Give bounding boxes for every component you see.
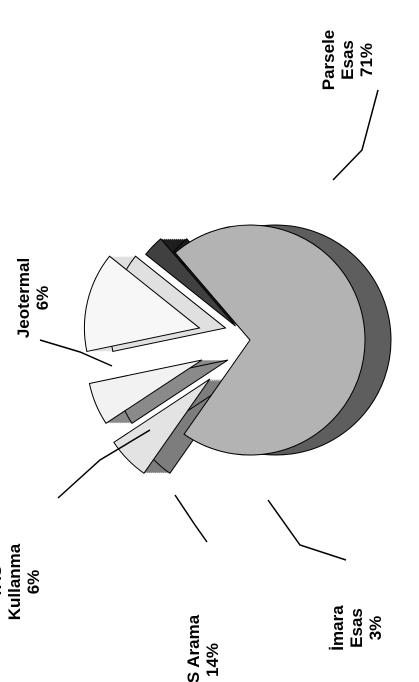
slice-1-side-edge bbox=[200, 224, 392, 456]
leader-line-3 bbox=[174, 494, 208, 543]
slice-name-label: YAS Arama bbox=[184, 614, 203, 682]
slice-3-top bbox=[83, 255, 201, 353]
leader-lines bbox=[39, 89, 379, 561]
slice-name-label: YAS bbox=[0, 565, 5, 598]
slice-percent-label: 71% bbox=[357, 43, 376, 77]
slice-name-label: Parsele bbox=[319, 30, 338, 91]
slice-4-top bbox=[88, 359, 203, 424]
leader-line-5 bbox=[39, 339, 113, 367]
slice-5-top bbox=[113, 378, 211, 474]
slice-name-label: Esas bbox=[347, 608, 366, 648]
leader-line-1 bbox=[332, 89, 379, 181]
slice-name-label: İmara bbox=[328, 605, 347, 651]
slice-2-top bbox=[145, 238, 236, 327]
slice-name-label: Kullanma bbox=[5, 543, 24, 620]
slice-1-top bbox=[174, 224, 366, 456]
leader-line-4 bbox=[57, 429, 151, 499]
pie-slices bbox=[83, 224, 392, 474]
slice-name-label: Esas bbox=[338, 40, 357, 80]
slice-percent-label: 6% bbox=[33, 286, 52, 311]
slice-percent-label: 3% bbox=[366, 616, 385, 641]
slice-name-label: Jeotermal bbox=[14, 258, 33, 338]
slice-percent-label: 14% bbox=[203, 643, 222, 677]
slice-percent-label: 6% bbox=[24, 570, 43, 595]
leader-line-2 bbox=[267, 499, 347, 561]
